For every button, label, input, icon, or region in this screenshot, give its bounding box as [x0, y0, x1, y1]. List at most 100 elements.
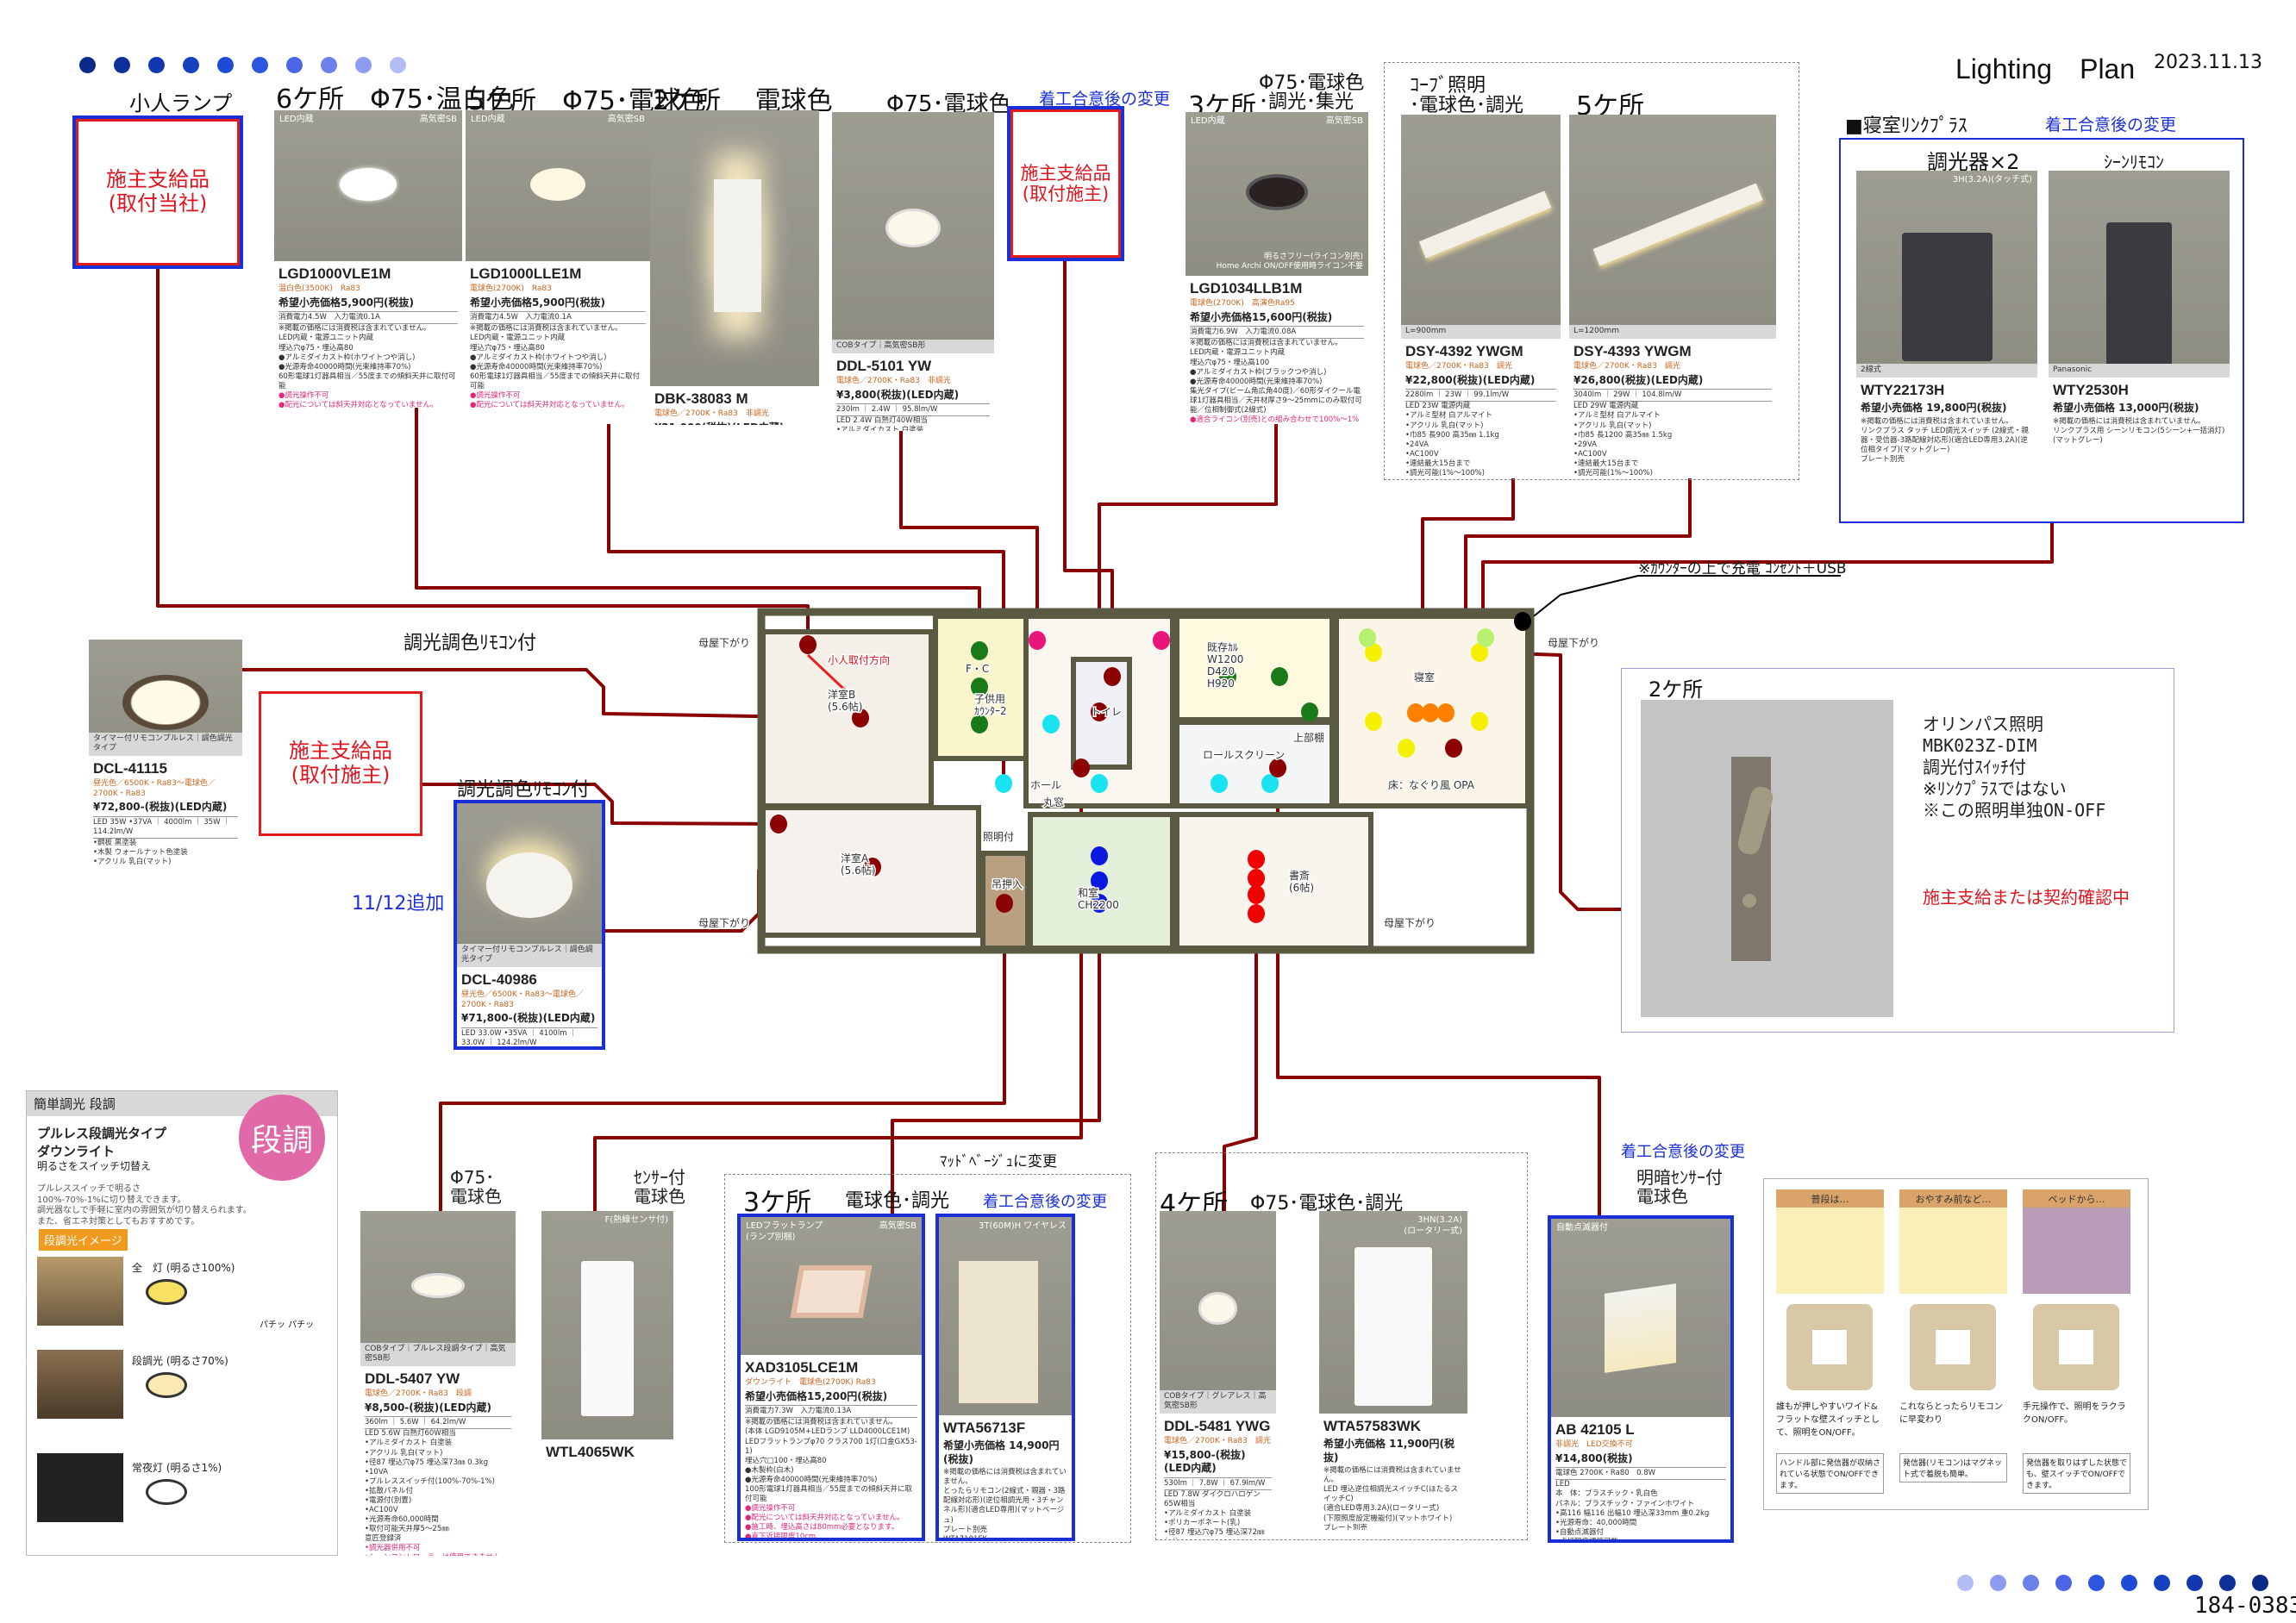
product-photo: 3T(60M)H ワイヤレス [939, 1217, 1072, 1415]
light-fixture-marker [1153, 631, 1170, 650]
decorative-dots-bottom [1957, 1575, 2268, 1591]
room-label-line: 照明付 [983, 831, 1014, 843]
light-fixture-marker [1471, 643, 1488, 662]
light-fixture-marker [1301, 702, 1318, 721]
product-feature: •巾85 長1200 高35㎜ 1.5kg [1573, 430, 1673, 440]
photo-tag-right: F(熱線センサ付) [604, 1215, 668, 1225]
light-fixture-marker [1445, 739, 1462, 758]
product-illustration [1198, 1292, 1238, 1325]
room-label-line: 和室 [1078, 886, 1098, 899]
product-warning: •シーンコントローラーは使用できません。 [365, 1553, 511, 1556]
light-fixture-marker [1248, 869, 1265, 888]
product-feature: ※掲載の価格には消費税は含まれていません。 [278, 324, 431, 334]
step-scene [1776, 1208, 1884, 1294]
light-fixture-marker [770, 815, 787, 833]
product-illustration [790, 1265, 873, 1318]
light-fixture-marker [1514, 612, 1531, 631]
heading-b3b: 電球色･調光 [845, 1190, 950, 1212]
counter-note: ※ｶｳﾝﾀｰの上で充電 ｺﾝｾﾝﾄ＋USB [1638, 560, 1847, 577]
cove-group [1384, 62, 1799, 480]
product-feature: •プルレススイッチ付(100%-70%-1%) [365, 1476, 495, 1486]
step-title: ベッドから… [2023, 1189, 2130, 1208]
product-feature: プレート別売 [1323, 1523, 1368, 1530]
product-photo: 3HN(3.2A) (ロータリー式) [1319, 1211, 1467, 1414]
heading-b4b: Φ75･電球色･調光 [1250, 1193, 1404, 1214]
product-illustration [1354, 1247, 1432, 1406]
product-illustration [529, 167, 586, 201]
room-label-line: 吊押入 [992, 878, 1023, 890]
step-caption: これならとったらリモコンに早変わり [1899, 1402, 2003, 1425]
light-fixture-marker [996, 894, 1013, 913]
light-fixture-marker [1091, 871, 1108, 890]
light-fixture-marker [852, 709, 869, 727]
product-feature: パネル：プラスチック・ファインホワイト [1555, 1499, 1695, 1508]
product-feature: •巾85 長900 高35㎜ 1.1kg [1405, 430, 1499, 440]
photo-tag-right: 高気密SB [1325, 116, 1363, 126]
product-color-spec: 電球色／2700K・Ra83 調光 [1573, 362, 1680, 371]
product-spec: 3040lm ｜ 29W ｜ 104.8lm/W [1573, 389, 1772, 403]
product-model: DCL-41115 [93, 760, 167, 777]
product-feature: •アクリル 乳白(マット) [1573, 421, 1652, 430]
product-feature: •アルミダイカスト 白塗装 [836, 426, 924, 431]
photo-caption: COBタイプ｜高気密SB形 [832, 340, 994, 353]
room-label: ロールスクリーン [1203, 749, 1285, 761]
change-note-b3: 着工合意後の変更 [983, 1193, 1107, 1211]
product-feature: 100形電球1灯器具相当／55度までの傾斜天井に取付可能 [745, 1484, 912, 1503]
product-warning: ●適合ライコン(別売)との組み合わせで100%～1%調光可能 [1190, 415, 1360, 422]
product-color-spec: 電球色／2700K・Ra83 段調 [365, 1389, 472, 1399]
light-fixture-marker [1261, 774, 1279, 793]
product-model: DBK-38083 M [654, 390, 748, 407]
photo-tag-left: 自動点滅器付 [1556, 1223, 1608, 1233]
product-price: ¥71,800-(税抜)(LED内蔵) [461, 1012, 596, 1025]
product-feature: プレート別売 [1861, 454, 1905, 464]
product-model: DSY-4393 YWGM [1573, 343, 1692, 359]
product-model: WTA56713F [943, 1420, 1026, 1436]
product-color-spec: 電球色／2700K・Ra83 調光 [1164, 1437, 1271, 1446]
light-fixture-marker [1091, 846, 1108, 865]
mode-photo-70 [37, 1350, 123, 1419]
dimmer-x2-label: 調光器×2 [1927, 150, 2020, 174]
product-spec: 消費電力7.3W 入力電流0.13A [745, 1405, 917, 1419]
step-scene [2023, 1208, 2130, 1294]
light-fixture-marker [1437, 703, 1455, 722]
room-label-line: 寝室 [1414, 671, 1435, 684]
change-note-top: 着工合意後の変更 [1039, 90, 1171, 109]
product-spec: 360lm ｜ 5.6W ｜ 64.2lm/W [365, 1416, 511, 1430]
product-feature: リンクプラス タッチ LED調光スイッチ (2線式・親器・受信器-3路配線対応形… [1861, 426, 2029, 454]
photo-tag-right: 3T(60M)H ワイヤレス [978, 1221, 1067, 1231]
room-label-line: トイレ [1091, 706, 1122, 718]
product-feature: 60形電球1灯器具相当／55度までの傾斜天井に取付可能 [278, 371, 456, 390]
step-note: 発信器を取りはずした状態でも、壁スイッチでON/OFFできます。 [2023, 1453, 2130, 1494]
product-feature: LED内蔵・電源ユニット内蔵 [470, 334, 566, 343]
product-feature: LED内蔵・電源ユニット内蔵 [1190, 348, 1286, 358]
product-feature: •アクリル 乳白(マット) [93, 858, 172, 865]
product-feature: •連結最大15台まで [1405, 459, 1471, 468]
room-label-line: 床：なぐり風 OPA [1388, 779, 1475, 791]
product-warning: ●配光については斜天井対応となっていません。 [745, 1513, 904, 1522]
light-fixture-marker [1248, 885, 1265, 904]
product-spec: 消費電力6.9W 入力電流0.08A [1190, 326, 1364, 340]
product-model: DDL-5481 YWG [1164, 1418, 1271, 1434]
photo-tag-left: LED内蔵 [471, 115, 505, 124]
product-card-WTL4065WK[interactable]: F(熱線センサ付)WTL4065WK希望小売価格 5,560円(税抜)※掲載の価… [541, 1211, 673, 1461]
product-feature: 埋込穴φ75・埋込高100 [1190, 358, 1270, 367]
heading-c1: 6ケ所 Φ75･温白色 [276, 84, 514, 115]
mode-label-full: 全 灯 (明るさ100%) [132, 1262, 235, 1274]
